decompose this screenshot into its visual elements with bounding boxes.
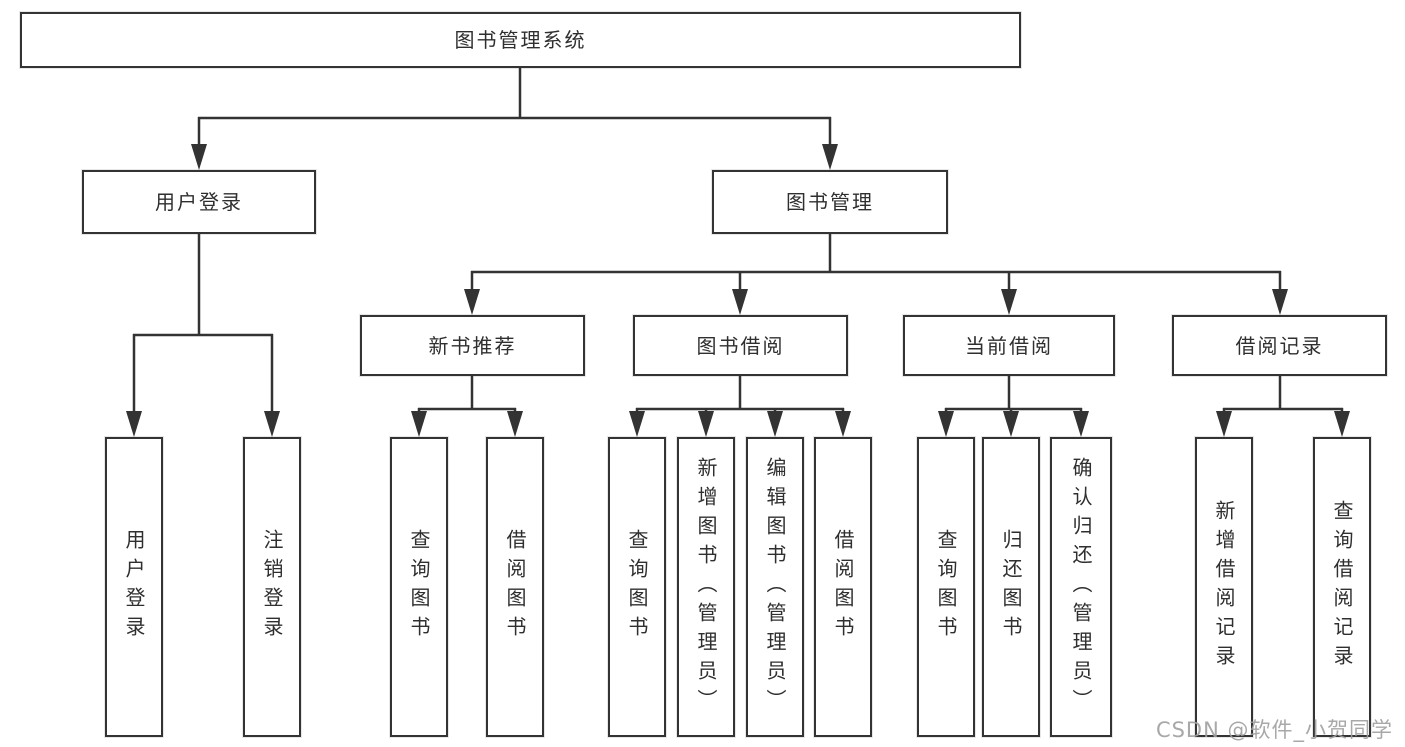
leaf-borrow-books: 借阅图书: [814, 437, 872, 737]
leaf-query-books-current: 查询图书: [917, 437, 975, 737]
arrowheads-leaves: [411, 411, 1350, 437]
leaf-query-books-recommend-label: 查询图书: [407, 529, 431, 645]
connector-leaf-bars: [417, 376, 1344, 412]
arrowheads-user-login-children: [126, 411, 280, 437]
node-new-book-recommend: 新书推荐: [360, 315, 585, 376]
node-root-label: 图书管理系统: [454, 28, 587, 52]
leaf-return-book-label: 归还图书: [999, 529, 1023, 645]
leaf-add-book-admin: 新增图书（管理员）: [677, 437, 735, 737]
arrowheads-level1: [191, 144, 838, 170]
node-book-management: 图书管理: [712, 170, 948, 234]
leaf-query-books-recommend: 查询图书: [390, 437, 448, 737]
leaf-logout: 注销登录: [243, 437, 301, 737]
node-current-borrow-label: 当前借阅: [965, 333, 1053, 358]
leaf-logout-label: 注销登录: [260, 529, 284, 645]
leaf-borrow-books-recommend-label: 借阅图书: [503, 529, 527, 645]
node-user-login: 用户登录: [82, 170, 316, 234]
watermark: CSDN @软件_小贺同学: [1155, 718, 1393, 742]
leaf-edit-book-admin-label: 编辑图书（管理员）: [763, 456, 787, 718]
leaf-query-borrow-record-label: 查询借阅记录: [1330, 500, 1354, 674]
leaf-add-borrow-record: 新增借阅记录: [1195, 437, 1253, 737]
connector-user-login-children: [132, 234, 274, 413]
node-borrow-records: 借阅记录: [1172, 315, 1387, 376]
leaf-confirm-return-admin: 确认归还（管理员）: [1050, 437, 1112, 737]
leaf-borrow-books-recommend: 借阅图书: [486, 437, 544, 737]
leaf-return-book: 归还图书: [982, 437, 1040, 737]
leaf-add-book-admin-label: 新增图书（管理员）: [694, 456, 718, 718]
node-book-management-label: 图书管理: [786, 190, 874, 214]
leaf-add-borrow-record-label: 新增借阅记录: [1212, 500, 1236, 674]
leaf-query-books-borrow-label: 查询图书: [625, 529, 649, 645]
node-book-borrow: 图书借阅: [633, 315, 848, 376]
leaf-edit-book-admin: 编辑图书（管理员）: [746, 437, 804, 737]
leaf-user-login: 用户登录: [105, 437, 163, 737]
connector-book-management-children: [470, 234, 1282, 291]
leaf-query-books-borrow: 查询图书: [608, 437, 666, 737]
leaf-query-borrow-record: 查询借阅记录: [1313, 437, 1371, 737]
node-root: 图书管理系统: [20, 12, 1021, 68]
node-borrow-records-label: 借阅记录: [1235, 333, 1324, 358]
node-current-borrow: 当前借阅: [903, 315, 1115, 376]
leaf-user-login-label: 用户登录: [122, 529, 146, 645]
leaf-borrow-books-label: 借阅图书: [831, 529, 855, 645]
arrowheads-level2: [464, 289, 1288, 315]
connector-root-to-level1: [197, 68, 832, 146]
leaf-confirm-return-admin-label: 确认归还（管理员）: [1069, 456, 1093, 718]
node-user-login-label: 用户登录: [155, 190, 243, 214]
leaf-query-books-current-label: 查询图书: [934, 529, 958, 645]
node-new-book-recommend-label: 新书推荐: [428, 333, 517, 358]
node-book-borrow-label: 图书借阅: [696, 333, 785, 358]
